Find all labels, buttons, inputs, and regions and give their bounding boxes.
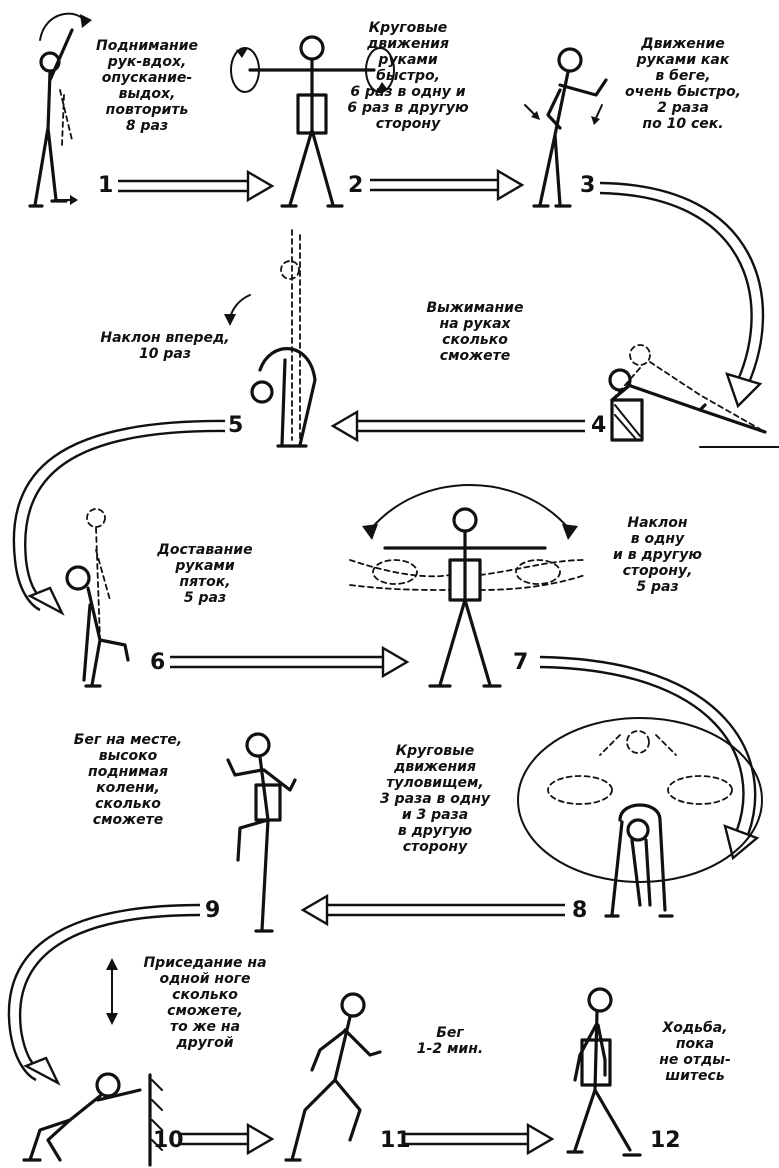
step-number-10: 10: [153, 1130, 184, 1152]
step-number-11: 11: [380, 1130, 411, 1152]
figure-12-walk: [568, 989, 640, 1155]
step-caption-1: Поднимание рук-вдох, опускание- выдох, п…: [88, 38, 206, 134]
step-caption-2: Круговые движения руками быстро, 6 раз в…: [338, 20, 478, 132]
figure-11-run: [286, 994, 380, 1160]
step-number-6: 6: [150, 652, 165, 674]
arrow-10-to-11: [180, 1125, 272, 1153]
step-caption-6: Доставание руками пяток, 5 раз: [145, 542, 265, 606]
step-number-9: 9: [205, 900, 220, 922]
step-number-4: 4: [591, 415, 606, 437]
figure-4-pushup: [610, 345, 779, 447]
arrow-6-to-7: [170, 648, 407, 676]
arrow-1-to-2: [118, 172, 272, 200]
arrow-2-to-3: [370, 171, 522, 199]
step-number-12: 12: [650, 1130, 681, 1152]
arrow-8-to-9: [303, 896, 565, 924]
step-caption-8: Круговые движения туловищем, 3 раза в од…: [365, 743, 505, 855]
step-caption-7: Наклон в одну и в другую сторону, 5 раз: [595, 515, 720, 595]
step-caption-4: Выжимание на руках сколько сможете: [410, 300, 540, 364]
figure-8-torso-circles: [518, 718, 762, 916]
step-number-7: 7: [513, 652, 528, 674]
step-number-3: 3: [580, 175, 595, 197]
step-caption-3: Движение руками как в беге, очень быстро…: [618, 36, 748, 132]
step-caption-10: Приседание на одной ноге сколько сможете…: [125, 955, 285, 1051]
figure-1-arm-raise: [30, 14, 92, 206]
step-caption-11: Бег 1-2 мин.: [400, 1025, 500, 1057]
step-caption-9: Бег на месте, высоко поднимая колени, ск…: [63, 732, 193, 828]
step-number-1: 1: [98, 175, 113, 197]
step-number-5: 5: [228, 415, 243, 437]
arrow-4-to-5: [333, 412, 585, 440]
step-number-8: 8: [572, 900, 587, 922]
step-caption-12: Ходьба, пока не отды- шитесь: [640, 1020, 750, 1084]
figure-9-high-knee: [228, 734, 295, 931]
step-number-2: 2: [348, 175, 363, 197]
figure-6-heel-reach: [67, 509, 128, 686]
arrow-11-to-12: [405, 1125, 552, 1153]
step-caption-5: Наклон вперед, 10 раз: [95, 330, 235, 362]
